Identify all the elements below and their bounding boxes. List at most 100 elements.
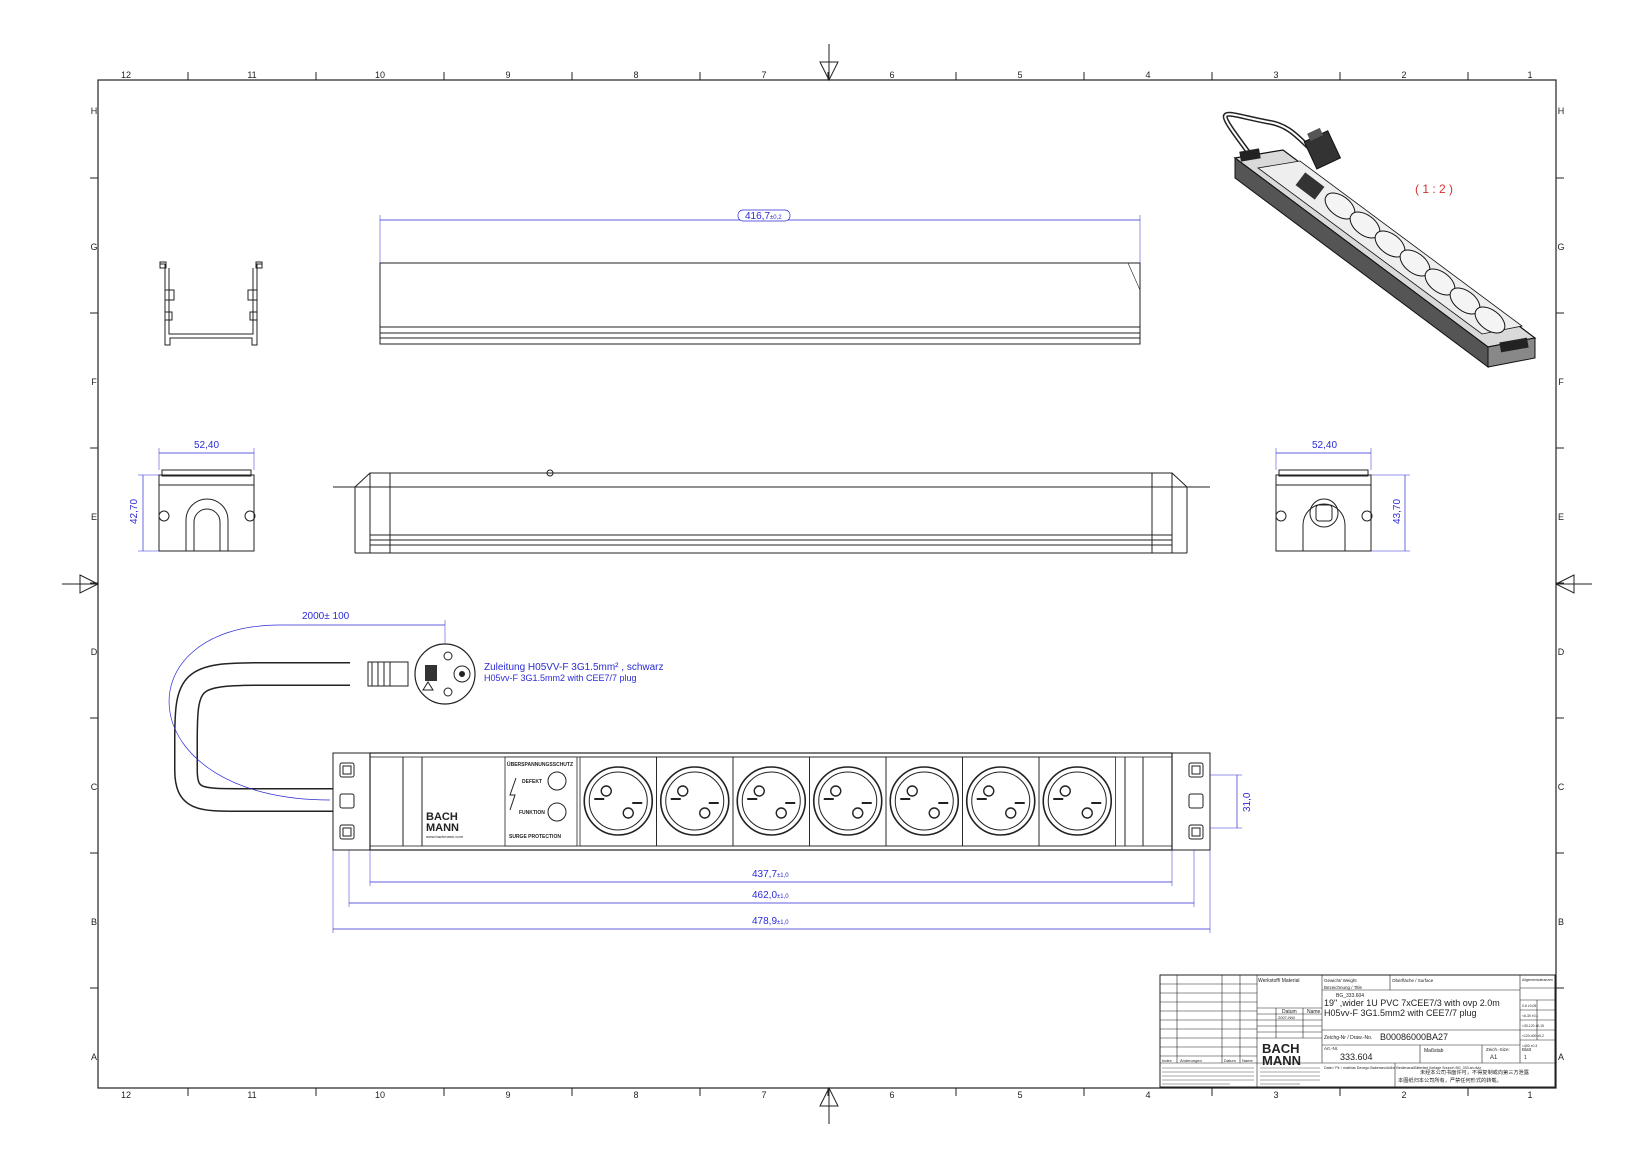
- brand-line2: MANN: [426, 822, 459, 834]
- cable-plug: [174, 643, 476, 812]
- dim-inner-length: 437,7 ±1,0: [369, 850, 1173, 886]
- dim-left-height: 42,70: [129, 474, 159, 552]
- col-label: 3: [1273, 1090, 1278, 1100]
- tb-tolerance-header: Allgemeintoleranzen: [1522, 978, 1553, 982]
- label-funktion: FUNKTION: [519, 810, 545, 816]
- tb-rev-col4: Name: [1242, 1058, 1253, 1063]
- dim-top-length: 416,7 ±0,2: [379, 209, 1141, 263]
- brand-url: www.bachmann.com: [426, 834, 464, 839]
- screw-icon: [1275, 510, 1287, 522]
- col-label: 4: [1145, 70, 1150, 80]
- dim-inner-length-value: 437,7: [752, 869, 777, 880]
- col-label: 9: [505, 1090, 510, 1100]
- tb-tol-row: 0-6 ±0,05: [1522, 1004, 1536, 1008]
- col-label: 6: [889, 70, 894, 80]
- row-label: E: [1558, 512, 1564, 522]
- tb-drawing-no: B00086000BA27: [1380, 1032, 1448, 1042]
- dim-mid-length-tol: ±1,0: [777, 894, 789, 900]
- center-arrow-top-icon: [819, 44, 839, 82]
- col-label: 7: [761, 1090, 766, 1100]
- socket-outlet: [809, 756, 887, 847]
- tb-sheet-label: Blatt: [1522, 1047, 1532, 1052]
- front-side-view: [333, 469, 1210, 554]
- row-label: C: [1558, 782, 1565, 792]
- dim-top-length-value: 416,7: [745, 211, 770, 222]
- tb-brand-line2: MANN: [1262, 1053, 1301, 1068]
- profile-cross-section: [159, 261, 263, 346]
- tb-surface-label: Oberfläche / Surface: [1392, 978, 1434, 983]
- brand-line1: BACH: [426, 811, 458, 823]
- title-block: Werkstoff/ Material Gewicht/ Weight Ober…: [1159, 974, 1556, 1088]
- tb-chinese-note2: 本图纸归本公司所有，严禁任何形式的转载。: [1398, 1076, 1502, 1084]
- row-label: G: [90, 242, 97, 252]
- row-labels-right: H G F E D C B A: [1557, 106, 1564, 1062]
- left-end-view: [158, 469, 256, 552]
- cable-note-line2: H05vv-F 3G1.5mm2 with CEE7/7 plug: [484, 673, 637, 683]
- dim-cable-length-value: 2000± 100: [302, 611, 350, 622]
- col-label: 4: [1145, 1090, 1150, 1100]
- col-label: 6: [889, 1090, 894, 1100]
- col-label: 11: [247, 70, 256, 80]
- row-label: C: [91, 782, 98, 792]
- socket-outlet: [885, 756, 963, 847]
- tb-weight-label: Gewicht/ Weight: [1324, 978, 1357, 983]
- tb-designation-code: BG_333.604: [1336, 993, 1364, 999]
- centering-marks: [62, 44, 1592, 1124]
- dim-right-height-value: 43,70: [1392, 499, 1403, 524]
- dim-top-length-tol: ±0,2: [770, 215, 782, 221]
- cable-note-line1: Zuleitung H05VV-F 3G1.5mm² , schwarz: [484, 662, 664, 673]
- tb-rev-col3: Datum: [1224, 1058, 1236, 1063]
- isometric-view: [1222, 111, 1537, 368]
- tb-size-value: A1: [1490, 1055, 1498, 1061]
- tb-name-label: Name: [1307, 1009, 1321, 1015]
- row-label: A: [91, 1052, 97, 1062]
- tb-title-line2: H05vv-F 3G1.5mm2 with CEE7/7 plug: [1324, 1008, 1477, 1018]
- dim-left-height-value: 42,70: [129, 499, 140, 524]
- col-label: 1: [1527, 1090, 1532, 1100]
- tb-fineprint-lines: [1162, 1067, 1320, 1085]
- iso-sockets: [1324, 192, 1506, 334]
- col-label: 5: [1017, 70, 1022, 80]
- surge-header: ÜBERSPANNUNGSSCHUTZ: [507, 761, 573, 768]
- tb-brand-line1: BACH: [1262, 1041, 1300, 1056]
- col-label: 12: [121, 1090, 131, 1100]
- dim-right-width-value: 52,40: [1312, 440, 1337, 451]
- column-labels-bottom: 12 11 10 9 8 7 6 5 4 3 2 1: [121, 1090, 1533, 1100]
- tb-tol-row: <400 ±0,3: [1522, 1044, 1537, 1048]
- dim-right-height: 43,70: [1371, 474, 1410, 552]
- row-label: H: [1558, 106, 1565, 116]
- screw-icon: [244, 510, 256, 522]
- col-label: 8: [633, 70, 638, 80]
- row-label: G: [1557, 242, 1564, 252]
- row-label: F: [91, 377, 97, 387]
- screw-icon: [1361, 510, 1373, 522]
- tb-tol-row: <30-120 ±0,15: [1522, 1024, 1544, 1028]
- col-label: 8: [633, 1090, 638, 1100]
- lightning-icon: [509, 777, 517, 811]
- tb-date-label: Datum: [1282, 1009, 1297, 1015]
- tb-rev-col2: Änderungen: [1180, 1058, 1202, 1063]
- col-label: 12: [121, 70, 131, 80]
- row-labels-left: H G F E D C B A: [90, 106, 97, 1062]
- tb-designation-label: Bezeichnung / Title: [1324, 985, 1363, 990]
- col-label: 11: [247, 1090, 256, 1100]
- label-defekt: DEFEKT: [522, 779, 542, 785]
- dim-left-width: 52,40: [158, 440, 255, 470]
- funktion-indicator-icon: [547, 802, 567, 822]
- center-arrow-bottom-icon: [819, 1086, 839, 1124]
- tb-tol-row: <120-400 ±0,2: [1522, 1034, 1544, 1038]
- tb-rev-col1: Index: [1162, 1058, 1172, 1063]
- socket-row: [579, 756, 1116, 847]
- col-label: 2: [1401, 70, 1406, 80]
- row-label: B: [1558, 917, 1564, 927]
- dim-socket-height: 31,0: [1210, 774, 1253, 829]
- dim-mid-length: 462,0 ±1,0: [348, 850, 1195, 907]
- defekt-indicator-icon: [547, 771, 567, 791]
- row-label: F: [1558, 377, 1564, 387]
- col-label: 10: [375, 70, 385, 80]
- socket-outlet: [1038, 756, 1116, 847]
- col-label: 1: [1527, 70, 1532, 80]
- tb-path-text: Datei / Fil: / mathias Deoego Baberaeu\A…: [1324, 1066, 1481, 1070]
- tb-sheet-value: 1: [1524, 1055, 1527, 1061]
- center-arrow-left-icon: [62, 574, 100, 594]
